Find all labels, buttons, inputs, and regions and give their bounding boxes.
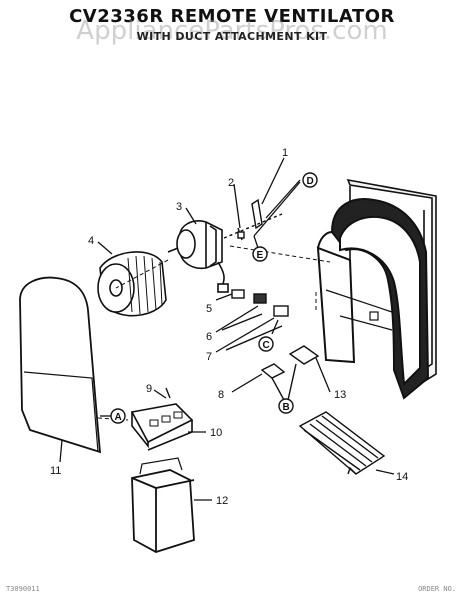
mounting-clips	[223, 198, 283, 241]
svg-text:D: D	[307, 176, 314, 187]
part-label-14: 14	[396, 471, 408, 483]
svg-text:C: C	[263, 340, 270, 351]
diagram-title: CV2336R REMOTE VENTILATOR	[69, 6, 395, 27]
svg-text:B: B	[283, 402, 290, 413]
footer-code-right: ORDER NO.	[418, 585, 456, 593]
blower-housing	[316, 198, 430, 400]
part-label-10: 10	[210, 427, 222, 439]
svg-text:E: E	[257, 250, 264, 261]
connector-marker-d: D	[302, 172, 318, 188]
part-label-8: 8	[218, 389, 224, 401]
small-electrical-parts	[221, 289, 289, 351]
part-label-11: 11	[50, 465, 61, 477]
duct-grille	[298, 411, 386, 475]
footer-code-left: T3090011	[6, 585, 40, 593]
blower-wheel	[97, 251, 167, 317]
part-label-7: 7	[206, 351, 212, 363]
part-label-1: 1	[282, 147, 288, 159]
part-label-4: 4	[88, 235, 94, 247]
diagram-subtitle: WITH DUCT ATTACHMENT KIT	[136, 30, 328, 43]
part-label-13: 13	[334, 389, 346, 401]
terminal-block-parts	[260, 345, 320, 401]
part-label-12: 12	[216, 495, 228, 507]
front-grille-panel	[19, 276, 102, 454]
connector-marker-c: C	[258, 319, 279, 352]
connector-marker-b: B	[278, 398, 294, 414]
part-label-6: 6	[206, 331, 212, 343]
part-label-5: 5	[206, 303, 212, 315]
svg-text:A: A	[115, 412, 122, 423]
connector-marker-e: E	[252, 246, 268, 262]
connector-marker-a: A	[100, 408, 126, 424]
control-switch-bracket	[130, 387, 194, 451]
leader-lines	[59, 157, 395, 501]
part-label-3: 3	[176, 201, 182, 213]
part-label-9: 9	[146, 383, 152, 395]
filter-cartridge	[131, 457, 195, 553]
part-label-2: 2	[228, 177, 234, 189]
blower-motor	[167, 220, 229, 293]
